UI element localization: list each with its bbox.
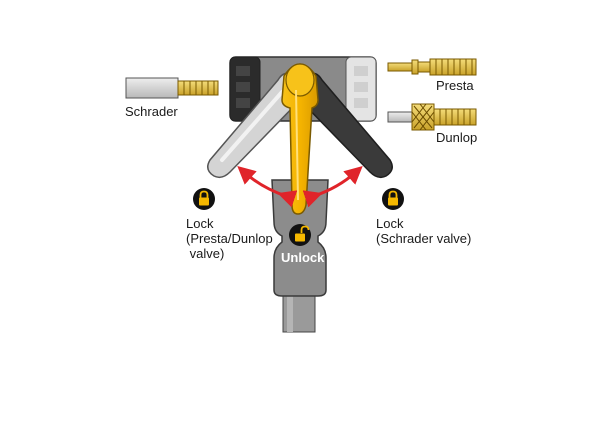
lock-left-label-line2: (Presta/Dunlop	[186, 231, 273, 246]
arrow-right	[302, 166, 363, 208]
unlock-label: Unlock	[281, 250, 325, 265]
schrader-label: Schrader	[125, 104, 178, 119]
dunlop-valve	[387, 103, 477, 131]
lock-left-label-line3: valve)	[186, 246, 225, 261]
schrader-valve	[125, 77, 219, 99]
lock-right-label-line1: Lock	[376, 216, 404, 231]
presta-valve	[387, 58, 477, 76]
padlock-closed-icon	[193, 188, 215, 210]
arrow-left	[237, 166, 298, 208]
lock-right-label-line2: (Schrader valve)	[376, 231, 472, 246]
presta-label: Presta	[436, 78, 474, 93]
padlock-closed-icon	[382, 188, 404, 210]
lever-yellow-center	[281, 63, 319, 215]
lock-left-label-line1: Lock	[186, 216, 214, 231]
pump-shaft	[282, 289, 316, 333]
padlock-open-icon	[289, 224, 311, 246]
dunlop-label: Dunlop	[436, 130, 478, 145]
